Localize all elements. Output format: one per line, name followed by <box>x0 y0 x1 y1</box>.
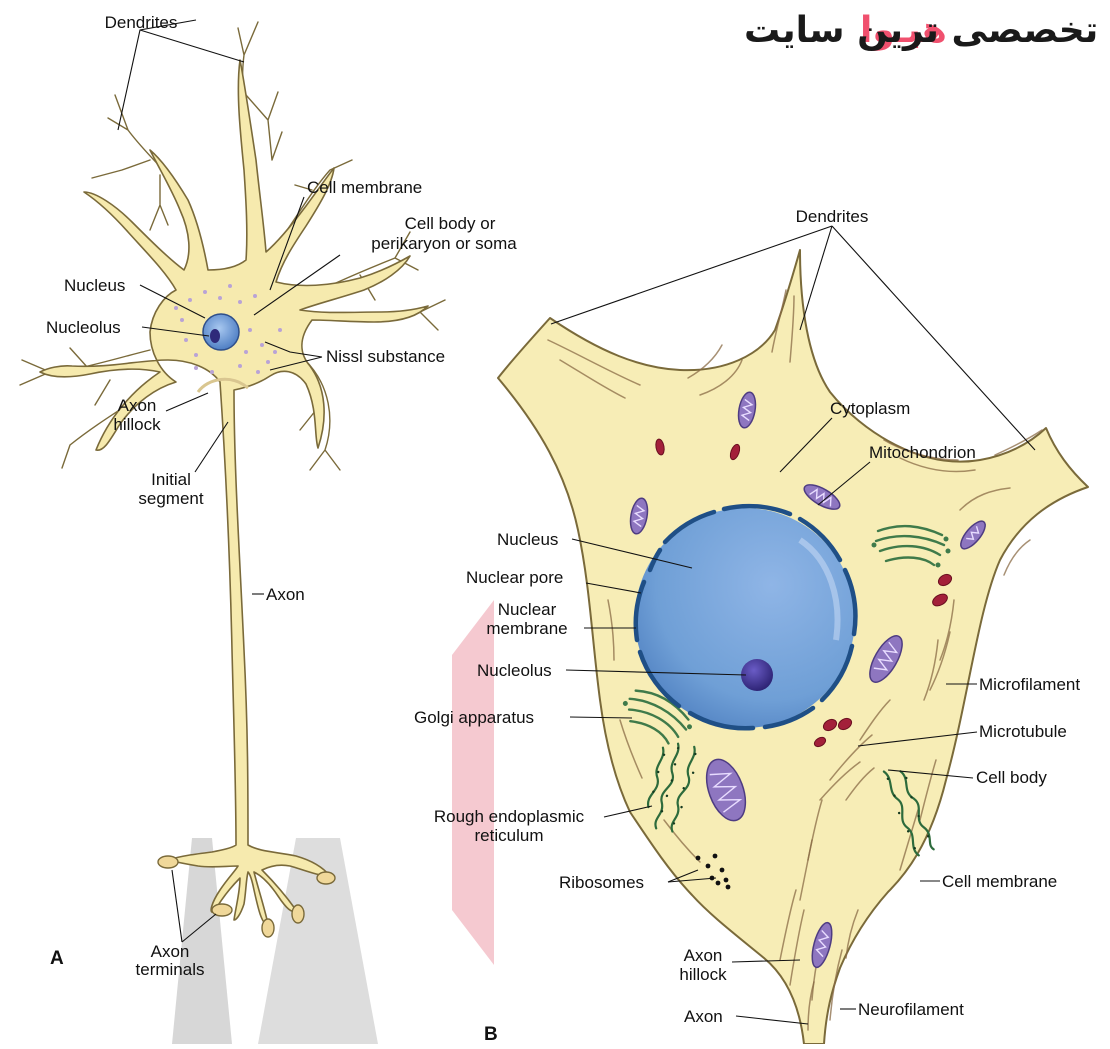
panel-b-nucleus <box>635 506 855 728</box>
label-a-axon-terminals-line1: Axon <box>151 942 190 961</box>
label-b-nuclear-membrane-line2: membrane <box>486 619 567 638</box>
label-b-axon-hillock-line1: Axon <box>684 946 723 965</box>
label-b-axon-hillock-line2: hillock <box>679 965 727 984</box>
panel-a-neuron: Dendrites Cell membrane Cell body or per… <box>20 13 517 979</box>
label-b-axon: Axon <box>684 1007 723 1026</box>
panel-b-cell-body: Dendrites Cytoplasm Mitochondrion Nucleu… <box>414 207 1088 1044</box>
label-a-dendrites: Dendrites <box>105 13 178 32</box>
panel-a-nucleus <box>203 314 239 350</box>
label-b-ribosomes: Ribosomes <box>559 873 644 892</box>
label-a-cell-body-line2: perikaryon or soma <box>371 234 517 253</box>
label-a-cell-body-line1: Cell body or <box>405 214 496 233</box>
label-a-nucleus: Nucleus <box>64 276 125 295</box>
panel-a-nucleolus <box>210 329 220 343</box>
label-a-axon-hillock-line1: Axon <box>118 396 157 415</box>
label-b-microtubule: Microtubule <box>979 722 1067 741</box>
label-b-nuclear-membrane-line1: Nuclear <box>498 600 557 619</box>
label-b-cytoplasm: Cytoplasm <box>830 399 910 418</box>
label-b-cell-membrane: Cell membrane <box>942 872 1057 891</box>
panel-a-letter: A <box>50 948 64 969</box>
label-a-nucleolus: Nucleolus <box>46 318 121 337</box>
label-b-rough-er-line1: Rough endoplasmic <box>434 807 585 826</box>
label-b-cell-body: Cell body <box>976 768 1047 787</box>
label-b-nuclear-pore: Nuclear pore <box>466 568 563 587</box>
label-a-initial-segment-line2: segment <box>138 489 203 508</box>
label-a-initial-segment-line1: Initial <box>151 470 191 489</box>
label-a-axon-hillock-line2: hillock <box>113 415 161 434</box>
label-a-nissl-substance: Nissl substance <box>326 347 445 366</box>
label-b-nucleus: Nucleus <box>497 530 558 549</box>
label-b-microfilament: Microfilament <box>979 675 1080 694</box>
label-b-neurofilament: Neurofilament <box>858 1000 964 1019</box>
panel-b-letter: B <box>484 1024 498 1044</box>
label-b-dendrites: Dendrites <box>796 207 869 226</box>
label-b-nucleolus: Nucleolus <box>477 661 552 680</box>
label-b-golgi-apparatus: Golgi apparatus <box>414 708 534 727</box>
watermark-logo: هیـوا تخصصی ترین سایت <box>744 10 1098 51</box>
label-b-rough-er-line2: reticulum <box>475 826 544 845</box>
label-a-axon-terminals-line2: terminals <box>136 960 205 979</box>
label-a-cell-membrane: Cell membrane <box>307 178 422 197</box>
watermark-tagline: تخصصی ترین سایت <box>744 10 1098 51</box>
label-a-axon: Axon <box>266 585 305 604</box>
label-b-mitochondrion: Mitochondrion <box>869 443 976 462</box>
